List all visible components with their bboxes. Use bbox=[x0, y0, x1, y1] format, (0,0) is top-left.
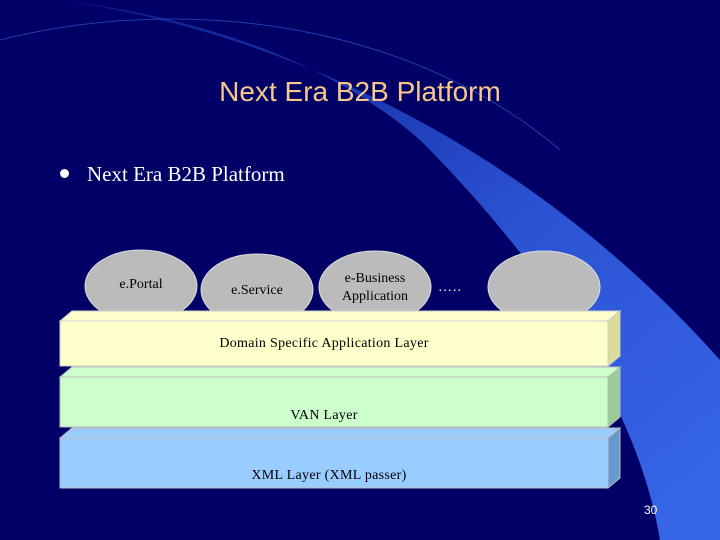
oval-eportal-label: e.Portal bbox=[119, 277, 163, 292]
xml-layer-box bbox=[58, 426, 622, 490]
domain-layer-label: Domain Specific Application Layer bbox=[219, 336, 429, 351]
slide-title: Next Era B2B Platform bbox=[219, 76, 501, 107]
xml-layer-label: XML Layer (XML passer) bbox=[251, 468, 407, 483]
bullet-text: Next Era B2B Platform bbox=[87, 162, 285, 186]
decorative-arc bbox=[0, 18, 561, 151]
van-layer-box bbox=[58, 365, 622, 429]
oval-ebusiness-label: e-Business Application bbox=[320, 270, 430, 306]
bullet-icon bbox=[60, 169, 69, 178]
ellipsis-text: ….. bbox=[438, 280, 462, 295]
domain-layer-box bbox=[58, 309, 622, 368]
van-layer-label: VAN Layer bbox=[290, 408, 358, 423]
oval-ebusiness-line2: Application bbox=[341, 289, 409, 304]
oval-ebusiness-line1: e-Business bbox=[344, 271, 406, 286]
page-number: 30 bbox=[644, 503, 658, 517]
oval-eservice-label: e.Service bbox=[231, 283, 283, 298]
bullet-item: Next Era B2B Platform bbox=[60, 162, 285, 187]
